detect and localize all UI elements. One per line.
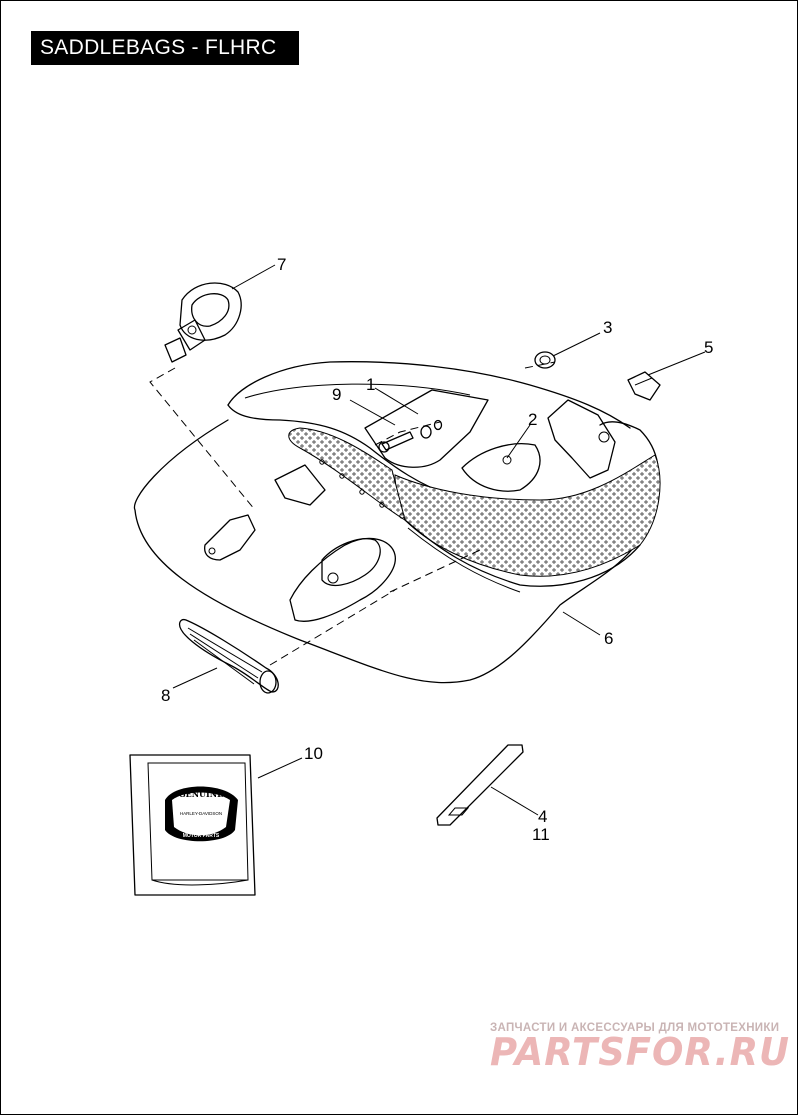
logo-genuine-text: GENUINE xyxy=(179,789,223,799)
grommet xyxy=(534,351,556,369)
watermark-logo: PARTSFOR.RU xyxy=(490,1030,790,1074)
logo-motor-parts-text: MOTOR PARTS xyxy=(183,833,220,839)
page-title: SADDLEBAGS - FLHRC xyxy=(31,31,299,65)
leader-lines xyxy=(172,264,706,816)
latch-buckle xyxy=(164,282,242,363)
callout-11: 11 xyxy=(532,825,550,844)
logo-brand-text: HARLEY-DAVIDSON xyxy=(180,811,222,816)
callout-10: 10 xyxy=(304,744,323,763)
saddlebag xyxy=(133,361,661,684)
callout-4: 4 xyxy=(538,807,547,826)
callout-2: 2 xyxy=(528,410,537,429)
callout-6: 6 xyxy=(604,629,613,648)
clip xyxy=(627,371,661,401)
callout-3: 3 xyxy=(603,318,612,337)
screw-and-washers xyxy=(378,419,443,453)
callout-8: 8 xyxy=(161,686,170,705)
callout-7: 7 xyxy=(277,255,286,274)
callout-5: 5 xyxy=(704,338,713,357)
callouts: 1 2 3 4 5 6 7 8 9 10 11 xyxy=(161,255,713,844)
trim-strip xyxy=(179,618,279,694)
watermark-caption: ЗАПЧАСТИ И АКСЕССУАРЫ ДЛЯ МОТОТЕХНИКИ xyxy=(490,1022,780,1034)
decal-strip xyxy=(436,744,524,826)
callout-1: 1 xyxy=(366,375,375,394)
callout-9: 9 xyxy=(332,385,341,404)
manual-book: GENUINE HARLEY-DAVIDSON MOTOR PARTS xyxy=(129,754,256,896)
